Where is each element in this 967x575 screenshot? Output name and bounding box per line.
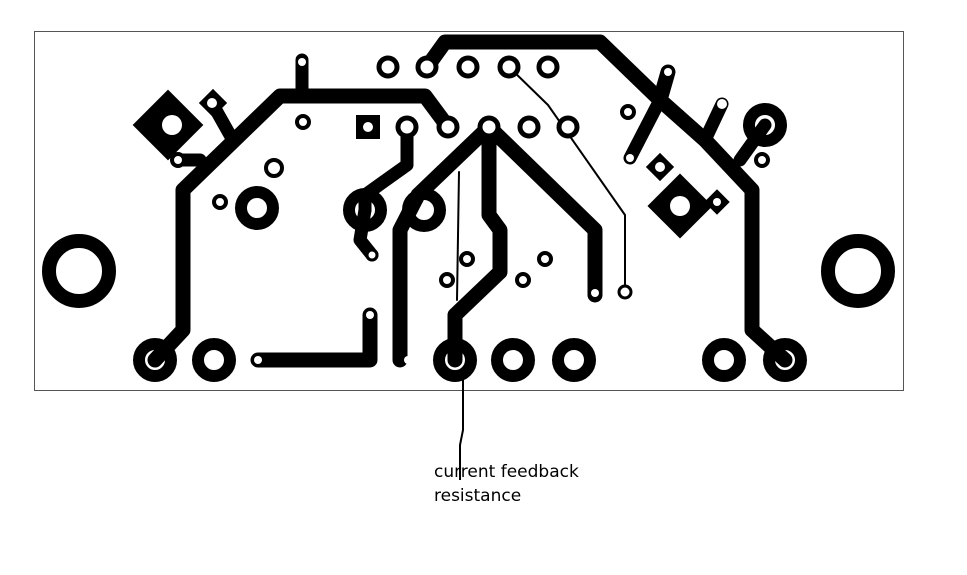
pad-right-small-2 xyxy=(664,68,672,76)
trace-bottom-left xyxy=(250,307,378,368)
pad-center-b xyxy=(402,188,446,232)
pad-row2-5 xyxy=(556,115,580,139)
pad-top-4 xyxy=(497,55,521,79)
pad-right-small-5 xyxy=(754,152,770,168)
pad-center-small-5 xyxy=(515,272,531,288)
annotation-line2: resistance xyxy=(434,486,522,506)
mounting-hole-right xyxy=(821,234,895,308)
pad-center-small-1 xyxy=(365,248,379,262)
pad-right-upper xyxy=(743,103,787,147)
pad-left-small-4 xyxy=(170,152,186,168)
pad-bottom-5 xyxy=(552,338,596,382)
pad-center-small-2 xyxy=(459,251,475,267)
trace-top-right xyxy=(419,34,793,368)
pad-center-small-7 xyxy=(617,284,633,300)
pad-square-hole-center xyxy=(363,122,373,132)
pad-row2-4 xyxy=(517,115,541,139)
trace-left xyxy=(147,88,456,368)
mounting-hole-left xyxy=(42,234,116,308)
pad-right-small-3 xyxy=(717,99,727,109)
pad-top-3 xyxy=(456,55,480,79)
pad-right-square-hole xyxy=(670,196,690,216)
board-outline xyxy=(34,31,904,391)
pad-center-small-3 xyxy=(439,272,455,288)
pad-left-small-3 xyxy=(295,114,311,130)
trace-center-e xyxy=(481,119,603,303)
pad-left-small-1 xyxy=(264,158,284,178)
round-pads xyxy=(42,55,895,382)
pad-left-small-2 xyxy=(212,194,228,210)
annotation-text: current feedback resistance xyxy=(434,460,579,508)
pad-top-2 xyxy=(415,55,439,79)
annotation-line1: current feedback xyxy=(434,462,579,482)
annotation-leader-line xyxy=(459,368,464,480)
pad-center-small-9 xyxy=(404,356,412,364)
pad-bottom-1 xyxy=(133,338,177,382)
pad-top-1 xyxy=(376,55,400,79)
pad-bottom-6 xyxy=(702,338,746,382)
pad-center-a xyxy=(343,188,387,232)
trace-right-stub-3 xyxy=(623,93,667,165)
trace-center-b xyxy=(353,203,379,262)
pad-right-small-7 xyxy=(713,198,721,206)
pad-center-small-4 xyxy=(537,251,553,267)
pad-bottom-4 xyxy=(491,338,535,382)
trace-center-d xyxy=(447,119,508,368)
pad-row2-2 xyxy=(436,115,460,139)
pad-row2-3 xyxy=(477,115,501,139)
pad-right-small-1 xyxy=(620,104,636,120)
pad-center-small-6 xyxy=(591,289,599,297)
trace-right-stub-2 xyxy=(698,97,729,147)
pad-center-small-10 xyxy=(254,356,262,364)
pad-bottom-2 xyxy=(192,338,236,382)
pad-left-small-5 xyxy=(207,98,217,108)
pad-stub-top xyxy=(298,58,306,66)
pad-bottom-3 xyxy=(433,338,477,382)
trace-center-a xyxy=(358,120,414,217)
pad-row2-1 xyxy=(395,115,419,139)
thin-trace-center xyxy=(456,171,460,301)
pad-top-5 xyxy=(536,55,560,79)
thin-trace-right xyxy=(508,66,626,293)
pad-bottom-7 xyxy=(763,338,807,382)
pad-right-small-6 xyxy=(655,162,665,172)
pad-left-square-hole xyxy=(162,115,182,135)
pad-center-small-8 xyxy=(366,311,374,319)
pad-right-small-4 xyxy=(626,154,634,162)
pad-left-mid xyxy=(235,186,279,230)
